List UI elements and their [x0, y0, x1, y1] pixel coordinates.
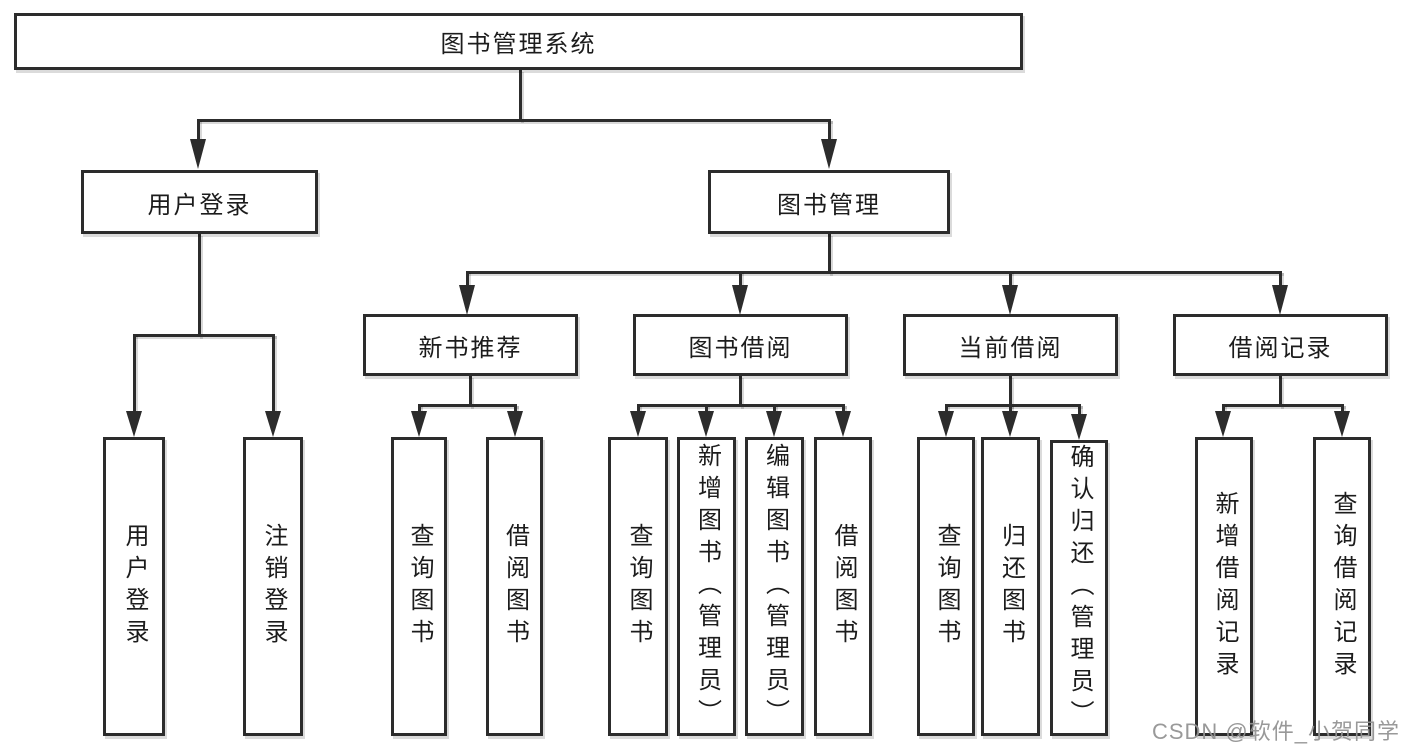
leaf-query-books-borrow: 查询图书: [608, 437, 668, 736]
node-current-borrowing: 当前借阅: [903, 314, 1118, 376]
connector-line: [197, 119, 831, 122]
connector-line: [514, 404, 517, 415]
node-user-login: 用户登录: [81, 170, 318, 234]
connector-line: [1078, 404, 1081, 417]
leaf-borrow-books: 借阅图书: [814, 437, 872, 736]
connector-line: [828, 119, 831, 143]
connector-line: [466, 271, 1282, 274]
connector-line: [1222, 404, 1225, 415]
connector-line: [466, 271, 469, 288]
arrow-head: [1002, 285, 1018, 315]
connector-line: [828, 234, 831, 274]
arrow-head: [821, 139, 837, 169]
connector-line: [739, 376, 742, 407]
connector-line: [1279, 271, 1282, 288]
leaf-add-books-admin: 新增图书（管理员）: [677, 437, 736, 736]
connector-line: [842, 404, 845, 415]
arrow-head: [630, 411, 646, 437]
connector-line: [1341, 404, 1344, 415]
connector-line: [418, 404, 421, 415]
arrow-head: [265, 411, 281, 437]
arrow-head: [459, 285, 475, 315]
node-new-book-recommendation: 新书推荐: [363, 314, 578, 376]
connector-line: [418, 404, 517, 407]
arrow-head: [938, 411, 954, 437]
connector-line: [637, 404, 640, 415]
connector-line: [705, 404, 708, 415]
leaf-edit-books-admin: 编辑图书（管理员）: [745, 437, 804, 736]
leaf-add-borrow-record: 新增借阅记录: [1195, 437, 1253, 736]
arrow-head: [1002, 411, 1018, 437]
node-book-management: 图书管理: [708, 170, 950, 234]
connector-line: [197, 119, 200, 143]
connector-line: [945, 404, 948, 415]
connector-line: [133, 334, 136, 412]
leaf-confirm-return-admin: 确认归还（管理员）: [1050, 440, 1108, 736]
connector-line: [469, 376, 472, 407]
leaf-borrow-books-recommend: 借阅图书: [486, 437, 543, 736]
leaf-query-borrow-record: 查询借阅记录: [1313, 437, 1371, 736]
leaf-return-books: 归还图书: [981, 437, 1040, 736]
arrow-head: [507, 411, 523, 437]
arrow-head: [1272, 285, 1288, 315]
connector-line: [945, 404, 1081, 407]
leaf-query-books-current: 查询图书: [917, 437, 975, 736]
arrow-head: [411, 411, 427, 437]
arrow-head: [698, 411, 714, 437]
leaf-query-books-recommend: 查询图书: [391, 437, 447, 736]
connector-line: [198, 234, 201, 337]
arrow-head: [190, 139, 206, 169]
arrow-head: [835, 411, 851, 437]
connector-line: [519, 70, 522, 121]
arrow-head: [1215, 411, 1231, 437]
arrow-head: [1071, 414, 1087, 440]
connector-line: [1222, 404, 1344, 407]
node-book-borrowing: 图书借阅: [633, 314, 848, 376]
leaf-user-login: 用户登录: [103, 437, 165, 736]
connector-line: [1009, 376, 1012, 407]
connector-line: [1009, 271, 1012, 288]
node-borrowing-records: 借阅记录: [1173, 314, 1388, 376]
connector-line: [773, 404, 776, 415]
connector-line: [272, 334, 275, 412]
arrow-head: [126, 411, 142, 437]
leaf-logout: 注销登录: [243, 437, 303, 736]
node-library-management-system: 图书管理系统: [14, 13, 1023, 70]
arrow-head: [766, 411, 782, 437]
connector-line: [739, 271, 742, 288]
arrow-head: [1334, 411, 1350, 437]
arrow-head: [732, 285, 748, 315]
connector-line: [1279, 376, 1282, 407]
connector-line: [1009, 404, 1012, 415]
connector-line: [637, 404, 845, 407]
csdn-watermark: CSDN @软件_小贺同学: [1151, 719, 1400, 744]
connector-line: [133, 334, 275, 337]
